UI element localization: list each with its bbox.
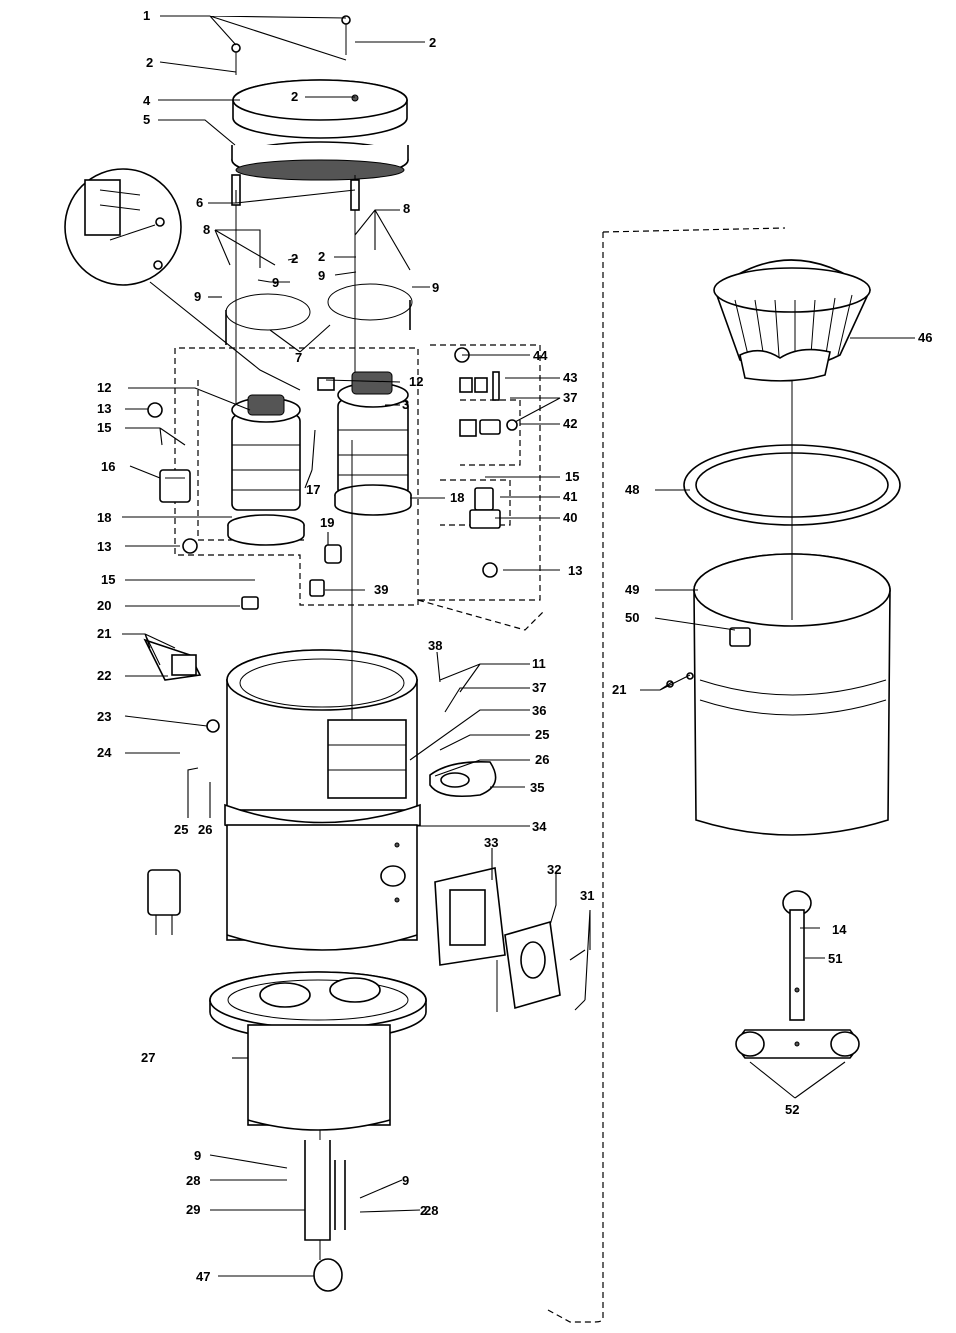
callout-49: 49 xyxy=(625,582,639,597)
callout-44: 44 xyxy=(533,348,548,363)
callout-14: 14 xyxy=(832,922,847,937)
callout-27: 27 xyxy=(141,1050,155,1065)
callout-6: 6 xyxy=(196,195,203,210)
callout-15: 15 xyxy=(565,469,579,484)
callout-12: 12 xyxy=(409,374,423,389)
electrical-parts xyxy=(147,347,518,610)
callout-9: 9 xyxy=(272,275,279,290)
callout-43: 43 xyxy=(563,370,577,385)
callout-18: 18 xyxy=(450,490,464,505)
dirt-canister xyxy=(666,380,891,836)
callout-8: 8 xyxy=(203,222,210,237)
callout-51: 51 xyxy=(828,951,842,966)
callout-13: 13 xyxy=(97,401,111,416)
callout-15: 15 xyxy=(101,572,115,587)
callout-13: 13 xyxy=(97,539,111,554)
callout-1: 1 xyxy=(143,8,150,23)
callout-12: 12 xyxy=(97,380,111,395)
callout-18: 18 xyxy=(97,510,111,525)
callout-9: 9 xyxy=(194,289,201,304)
callout-26: 26 xyxy=(535,752,549,767)
callout-26: 26 xyxy=(198,822,212,837)
top-cover xyxy=(231,15,409,420)
motor-left xyxy=(227,394,305,546)
callout-21: 21 xyxy=(97,626,111,641)
callout-48: 48 xyxy=(625,482,639,497)
leader-lines xyxy=(122,15,915,1277)
callout-2: 2 xyxy=(318,249,325,264)
callout-37: 37 xyxy=(532,680,546,695)
callout-15: 15 xyxy=(97,420,111,435)
callout-5: 5 xyxy=(143,112,150,127)
callout-36: 36 xyxy=(532,703,546,718)
callout-34: 34 xyxy=(532,819,547,834)
callout-7: 7 xyxy=(295,350,302,365)
callout-31: 31 xyxy=(580,888,594,903)
filter-cone xyxy=(713,259,871,382)
callout-9: 9 xyxy=(194,1148,201,1163)
motor-right xyxy=(334,371,412,516)
callout-42: 42 xyxy=(563,416,577,431)
callout-32: 32 xyxy=(547,862,561,877)
callout-17: 17 xyxy=(306,482,320,497)
callout-4: 4 xyxy=(143,93,151,108)
main-canister xyxy=(224,440,421,951)
callout-20: 20 xyxy=(97,598,111,613)
callout-2: 2 xyxy=(146,55,153,70)
callout-23: 23 xyxy=(97,709,111,724)
filter-stand xyxy=(735,890,860,1059)
callout-11: 11 xyxy=(532,656,546,671)
callout-21: 21 xyxy=(612,682,626,697)
callout-40: 40 xyxy=(563,510,577,525)
callout-25: 25 xyxy=(174,822,188,837)
callout-22: 22 xyxy=(97,668,111,683)
callout-2: 2 xyxy=(291,251,298,266)
callout-47: 47 xyxy=(196,1269,210,1284)
callout-3: 3 xyxy=(402,397,409,412)
lower-section xyxy=(209,971,427,1292)
callout-24: 24 xyxy=(97,745,112,760)
callout-2: 2 xyxy=(291,89,298,104)
callout-28: 28 xyxy=(424,1203,438,1218)
callout-labels: 1 2 2 2 2 2 2 3 4 5 6 7 8 8 9 9 9 9 9 9 … xyxy=(97,8,932,1284)
callout-25: 25 xyxy=(535,727,549,742)
callout-29: 29 xyxy=(186,1202,200,1217)
callout-16: 16 xyxy=(101,459,115,474)
clamp-rings xyxy=(225,283,413,345)
callout-9: 9 xyxy=(402,1173,409,1188)
callout-2: 2 xyxy=(429,35,436,50)
callout-9: 9 xyxy=(432,280,439,295)
callout-35: 35 xyxy=(530,780,544,795)
callout-41: 41 xyxy=(563,489,577,504)
callout-19: 19 xyxy=(320,515,334,530)
callout-39: 39 xyxy=(374,582,388,597)
callout-28: 28 xyxy=(186,1173,200,1188)
callout-33: 33 xyxy=(484,835,498,850)
inset-detail xyxy=(64,168,301,391)
callout-9: 9 xyxy=(318,268,325,283)
callout-50: 50 xyxy=(625,610,639,625)
callout-52: 52 xyxy=(785,1102,799,1117)
callout-37: 37 xyxy=(563,390,577,405)
callout-38: 38 xyxy=(428,638,442,653)
inlet-and-box xyxy=(429,760,586,1012)
callout-13: 13 xyxy=(568,563,582,578)
callout-2: 2 xyxy=(420,1203,427,1218)
mounting-bracket xyxy=(143,638,202,681)
callout-8: 8 xyxy=(403,201,410,216)
callout-46: 46 xyxy=(918,330,932,345)
